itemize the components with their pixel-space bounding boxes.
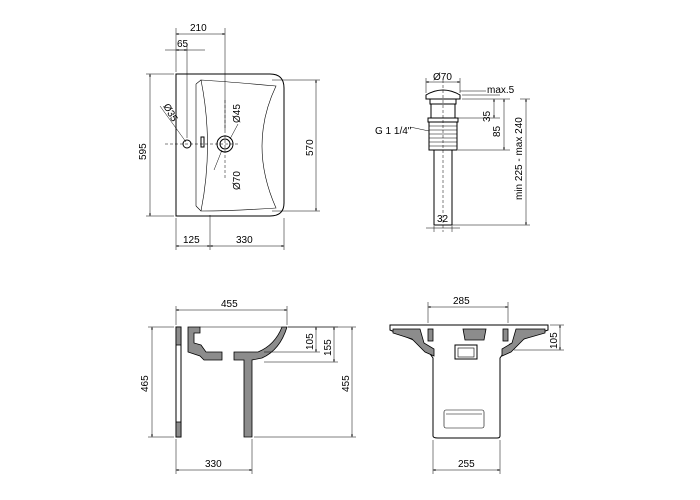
- drain-view: Ø70 max.5 35 85 min 225 - max 240 G 1 1/…: [375, 72, 530, 232]
- dim-285-label: 285: [453, 296, 470, 307]
- dim-595-label: 595: [138, 143, 149, 160]
- dim-125-label: 125: [183, 235, 200, 246]
- overflow-slot: [200, 136, 205, 148]
- basin-section: [233, 326, 288, 438]
- dim-65-label: 65: [177, 39, 189, 50]
- top-view: Ø35 Ø45 Ø70 210 65 595 570 125 330: [138, 23, 320, 250]
- basin-front-outline: [389, 324, 549, 439]
- pedestal-opening: [443, 409, 485, 429]
- left-support: [392, 328, 435, 357]
- basin-bowl-outline: [200, 79, 277, 212]
- side-view: 455 105 155 465 455 330: [140, 299, 356, 474]
- drain-block-inner: [457, 347, 475, 358]
- drain-diameter-label: Ø70: [433, 72, 452, 83]
- basin-rim-edge: [195, 79, 202, 85]
- dim-32-label: 32: [437, 214, 449, 225]
- wall-mount: [175, 326, 182, 346]
- wall-mount: [175, 421, 182, 438]
- thread-label: G 1 1/4": [375, 126, 412, 137]
- basin-rim-edge: [195, 205, 202, 212]
- dim-range-label: min 225 - max 240: [514, 117, 525, 200]
- dim-210-label: 210: [190, 23, 207, 34]
- right-support: [501, 328, 546, 357]
- tap-hole-label: Ø35: [160, 102, 179, 124]
- drain-outer-label: Ø45: [232, 104, 243, 123]
- center-support: [462, 328, 487, 341]
- dim-330-bottom-label: 330: [205, 459, 222, 470]
- drain-cap: [425, 89, 461, 100]
- dim-455-right-label: 455: [341, 375, 352, 392]
- leader-line: [409, 126, 430, 132]
- basin-outline: [175, 73, 285, 217]
- leader-line: [213, 149, 223, 171]
- dim-455-top-label: 455: [221, 299, 238, 310]
- dim-85-label: 85: [492, 125, 503, 137]
- dim-465-label: 465: [140, 375, 151, 392]
- overflow-pipe: [187, 326, 223, 361]
- dim-105-front-label: 105: [549, 332, 560, 349]
- dim-570-label: 570: [305, 139, 316, 156]
- dim-255-label: 255: [458, 459, 475, 470]
- dim-330-label: 330: [236, 235, 253, 246]
- dim-35-label: 35: [482, 110, 493, 122]
- dim-155-label: 155: [323, 339, 334, 356]
- front-view: 285 105 255: [389, 296, 564, 474]
- left-rib: [427, 328, 434, 342]
- max5-label: max.5: [487, 85, 515, 96]
- right-rib: [502, 328, 509, 342]
- leader-line: [229, 123, 239, 140]
- drain-label: Ø70: [232, 171, 243, 190]
- drain-block: [454, 344, 478, 360]
- dim-105-label: 105: [305, 333, 316, 350]
- leader-line: [159, 105, 187, 143]
